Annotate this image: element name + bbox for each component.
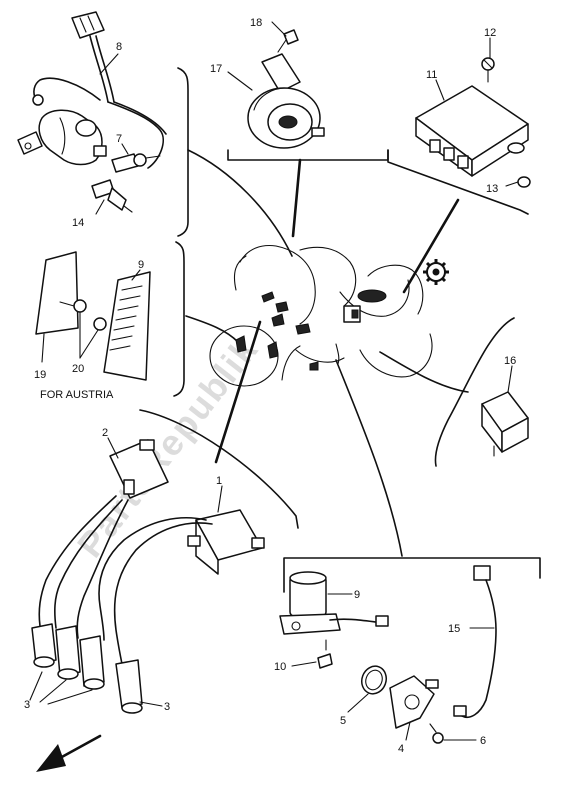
callout-3-right: 3	[164, 701, 170, 713]
callout-20: 20	[72, 363, 84, 375]
callout-14: 14	[72, 217, 84, 229]
callout-7: 7	[116, 133, 122, 145]
callout-9-reflector: 9	[138, 259, 144, 271]
part-9-reflector	[103, 271, 151, 381]
callout-labels: 8 7 14 18 17 12 11 13 9 19 20 FOR AUSTRI…	[24, 17, 516, 755]
part-6-screw	[429, 723, 444, 744]
callout-8: 8	[116, 41, 122, 53]
gear-icon	[423, 259, 449, 285]
caption-for-austria: FOR AUSTRIA	[40, 389, 114, 401]
part-10-bolt	[317, 639, 333, 669]
callout-6: 6	[480, 735, 486, 747]
callout-10: 10	[274, 661, 286, 673]
ignition-leads	[38, 495, 213, 665]
part-12-screw	[481, 57, 495, 83]
part-7-switch	[111, 153, 161, 173]
callout-2: 2	[102, 427, 108, 439]
part-19-reflector-plate	[35, 251, 79, 335]
part-1-ignition-coil	[187, 509, 265, 575]
callout-15: 15	[448, 623, 460, 635]
leader-lines	[185, 149, 469, 557]
part-4-sensor	[389, 675, 439, 729]
part-2-ignition-coil	[109, 439, 169, 499]
callout-leaders	[41, 21, 519, 741]
callout-9-sensor: 9	[354, 589, 360, 601]
part-3-plug-caps	[29, 623, 143, 714]
callout-3-left: 3	[24, 699, 30, 711]
front-direction-arrow	[36, 734, 102, 772]
part-8-wire-harness	[32, 11, 167, 169]
part-18-bolt	[277, 29, 299, 53]
part-20-nuts	[59, 299, 107, 331]
callout-5: 5	[340, 715, 346, 727]
group-brackets	[139, 67, 541, 593]
part-switch-body	[17, 109, 107, 166]
callout-16: 16	[504, 355, 516, 367]
callout-13: 13	[486, 183, 498, 195]
part-11-igniter-unit	[415, 85, 529, 177]
part-15-lead	[453, 565, 497, 718]
part-14-switch	[91, 179, 133, 213]
callout-12: 12	[484, 27, 496, 39]
callout-1: 1	[216, 475, 222, 487]
part-5-o-ring	[360, 665, 388, 695]
part-13-grommet	[517, 176, 531, 188]
part-9-sensor	[279, 571, 389, 635]
motorcycle-outline	[209, 244, 433, 387]
part-17-horn	[247, 53, 325, 149]
callout-17: 17	[210, 63, 222, 75]
callout-19: 19	[34, 369, 46, 381]
callout-11: 11	[426, 69, 437, 81]
callout-4: 4	[398, 743, 404, 755]
callout-18: 18	[250, 17, 262, 29]
part-16-relay	[481, 391, 529, 457]
